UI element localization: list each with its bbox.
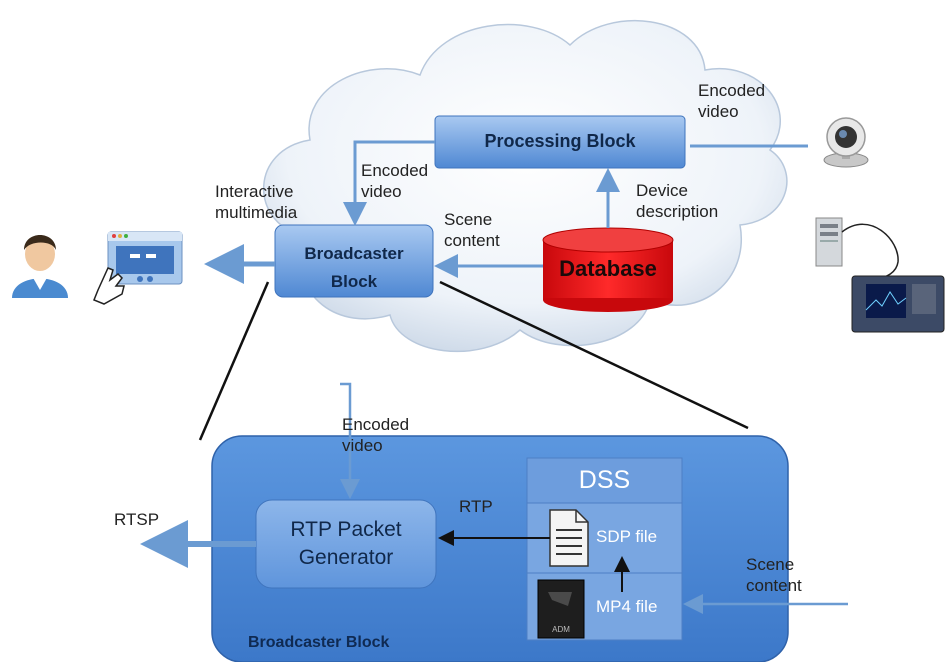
- webcam-icon: [823, 117, 869, 168]
- interactive-multimedia-label: Interactive multimedia: [215, 181, 297, 223]
- spectrum-analyzer-icon: [851, 275, 945, 333]
- scene-content-detail-line1: Scene: [746, 555, 795, 574]
- processing-block-label: Processing Block: [484, 131, 636, 151]
- zoom-line-left: [198, 281, 270, 441]
- scene-content-cloud-line1: Scene: [444, 210, 493, 229]
- sdp-file-label: SDP file: [596, 527, 658, 546]
- multimedia-player-icon: [107, 231, 183, 285]
- scene-content-detail-label: Scene content: [746, 554, 802, 596]
- broadcaster-block-label: Broadcaster Block: [275, 240, 433, 296]
- arrow-encoded-video-in: [340, 382, 360, 499]
- device-description-line2: description: [636, 202, 719, 221]
- encoded-video-left-label: Encoded video: [361, 160, 428, 202]
- cable-line: [841, 223, 899, 283]
- document-icon: [549, 509, 589, 567]
- rtp-generator-line2: Generator: [298, 546, 394, 569]
- device-description-label: Device description: [636, 180, 718, 222]
- encoded-video-right-line2: video: [698, 102, 739, 121]
- broadcaster-block-label-line1: Broadcaster: [304, 244, 404, 263]
- broadcaster-detail-title: Broadcaster Block: [248, 634, 390, 651]
- interactive-multimedia-line2: multimedia: [215, 203, 298, 222]
- encoded-video-detail-line1: Encoded: [342, 415, 410, 434]
- encoded-video-left-line1: Encoded: [361, 161, 429, 180]
- rtsp-label: RTSP: [114, 510, 160, 529]
- server-icon: [815, 217, 843, 267]
- encoded-video-detail-label: Encoded video: [342, 414, 409, 456]
- scene-content-detail-line2: content: [746, 576, 802, 595]
- zoom-line-right: [439, 280, 749, 430]
- encoded-video-right-label: Encoded video: [698, 80, 765, 122]
- mp4-file-label: MP4 file: [596, 597, 658, 616]
- encoded-video-left-line2: video: [361, 182, 402, 201]
- dss-label: DSS: [578, 466, 631, 494]
- scene-content-cloud-label: Scene content: [444, 209, 500, 251]
- arrow-processing-to-broadcaster: [343, 140, 435, 226]
- hand-pointer-icon: [93, 267, 125, 305]
- scene-content-cloud-line2: content: [444, 231, 500, 250]
- rtp-generator-line1: RTP Packet: [290, 518, 402, 541]
- rtp-generator-label: RTP Packet Generator: [256, 516, 436, 572]
- encoded-video-detail-line2: video: [342, 436, 383, 455]
- database-cylinder: [542, 227, 674, 312]
- user-avatar-icon: [12, 235, 68, 298]
- interactive-multimedia-line1: Interactive: [215, 182, 294, 201]
- broadcaster-block-label-line2: Block: [330, 272, 378, 291]
- device-description-line1: Device: [636, 181, 688, 200]
- mp4-icon-label: ADM: [552, 625, 570, 634]
- encoded-video-right-line1: Encoded: [698, 81, 766, 100]
- rtp-label: RTP: [459, 497, 493, 516]
- mp4-file-icon: ADM: [537, 579, 585, 639]
- database-label: Database: [559, 256, 657, 281]
